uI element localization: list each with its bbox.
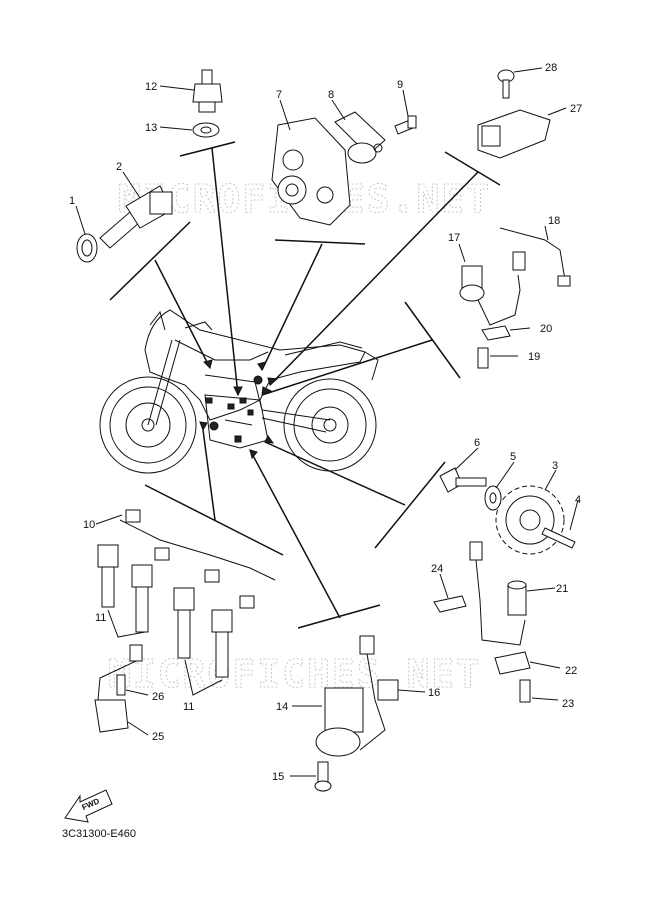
part-3-gear-sprocket[interactable] (495, 469, 565, 555)
callout-11-a: 11 (95, 612, 106, 624)
part-28-bolt[interactable] (497, 67, 543, 99)
callout-28: 28 (545, 62, 557, 74)
callout-17: 17 (448, 232, 460, 244)
callout-23: 23 (562, 698, 574, 710)
callout-6: 6 (474, 437, 480, 449)
part-12-switch[interactable] (159, 69, 223, 113)
part-13-gasket[interactable] (159, 122, 220, 138)
forward-arrow-icon: FWD (64, 789, 113, 823)
callout-25: 25 (152, 731, 164, 743)
part-9-screw[interactable] (394, 89, 417, 135)
part-2-thermo-sensor[interactable] (99, 171, 173, 249)
callout-2: 2 (116, 161, 122, 173)
callout-20: 20 (540, 323, 552, 335)
callout-12: 12 (145, 81, 157, 93)
callout-8: 8 (328, 89, 334, 101)
part-14-pickup-coil[interactable] (292, 687, 364, 757)
callout-24: 24 (431, 563, 443, 575)
callout-10: 10 (83, 519, 95, 531)
part-23-bolt[interactable] (519, 679, 559, 703)
part-21-sensor[interactable] (469, 541, 556, 646)
part-20-clamp[interactable] (481, 325, 531, 341)
leader-lines (109, 141, 501, 629)
part-8-sensor[interactable] (331, 99, 386, 164)
part-10-harness[interactable] (95, 509, 276, 609)
callout-4: 4 (575, 494, 581, 506)
part-26-screw[interactable] (116, 674, 149, 696)
callout-9: 9 (397, 79, 403, 91)
part-11-ignition-coils[interactable] (97, 544, 233, 696)
callout-16: 16 (428, 687, 440, 699)
part-6-bolt[interactable] (439, 447, 487, 493)
callout-7: 7 (276, 89, 282, 101)
part-16-lead[interactable] (359, 635, 426, 751)
callout-1: 1 (69, 195, 75, 207)
motorcycle-illustration (99, 309, 379, 474)
watermark-bottom: MICROFICHES.NET (108, 652, 481, 696)
callout-11-b: 11 (183, 701, 194, 713)
part-15-bolt[interactable] (290, 761, 332, 792)
callout-27: 27 (570, 103, 582, 115)
callout-14: 14 (276, 701, 288, 713)
part-18-lead[interactable] (499, 225, 571, 287)
part-27-pressure-sensor[interactable] (477, 107, 567, 159)
callout-15: 15 (272, 771, 284, 783)
part-1-o-ring[interactable] (75, 205, 98, 263)
callout-22: 22 (565, 665, 577, 677)
part-4-pin[interactable] (541, 499, 579, 549)
part-24-clamp[interactable] (433, 573, 467, 613)
callout-26: 26 (152, 691, 164, 703)
part-19-screw[interactable] (477, 347, 518, 369)
part-22-bracket[interactable] (494, 651, 561, 675)
callout-18: 18 (548, 215, 560, 227)
callout-21: 21 (556, 583, 568, 595)
diagram-code: 3C31300-E460 (62, 828, 136, 840)
callout-5: 5 (510, 451, 516, 463)
part-17-speed-sensor[interactable] (458, 243, 521, 326)
part-5-washer[interactable] (484, 461, 515, 511)
callout-numbers: 1 2 3 4 5 6 7 8 9 10 11 11 12 13 14 15 1… (69, 62, 582, 783)
callout-19: 19 (528, 351, 540, 363)
callout-3: 3 (552, 460, 558, 472)
callout-13: 13 (145, 122, 157, 134)
part-7-sensor-assembly[interactable] (271, 99, 351, 226)
part-25-sensor[interactable] (94, 644, 149, 736)
